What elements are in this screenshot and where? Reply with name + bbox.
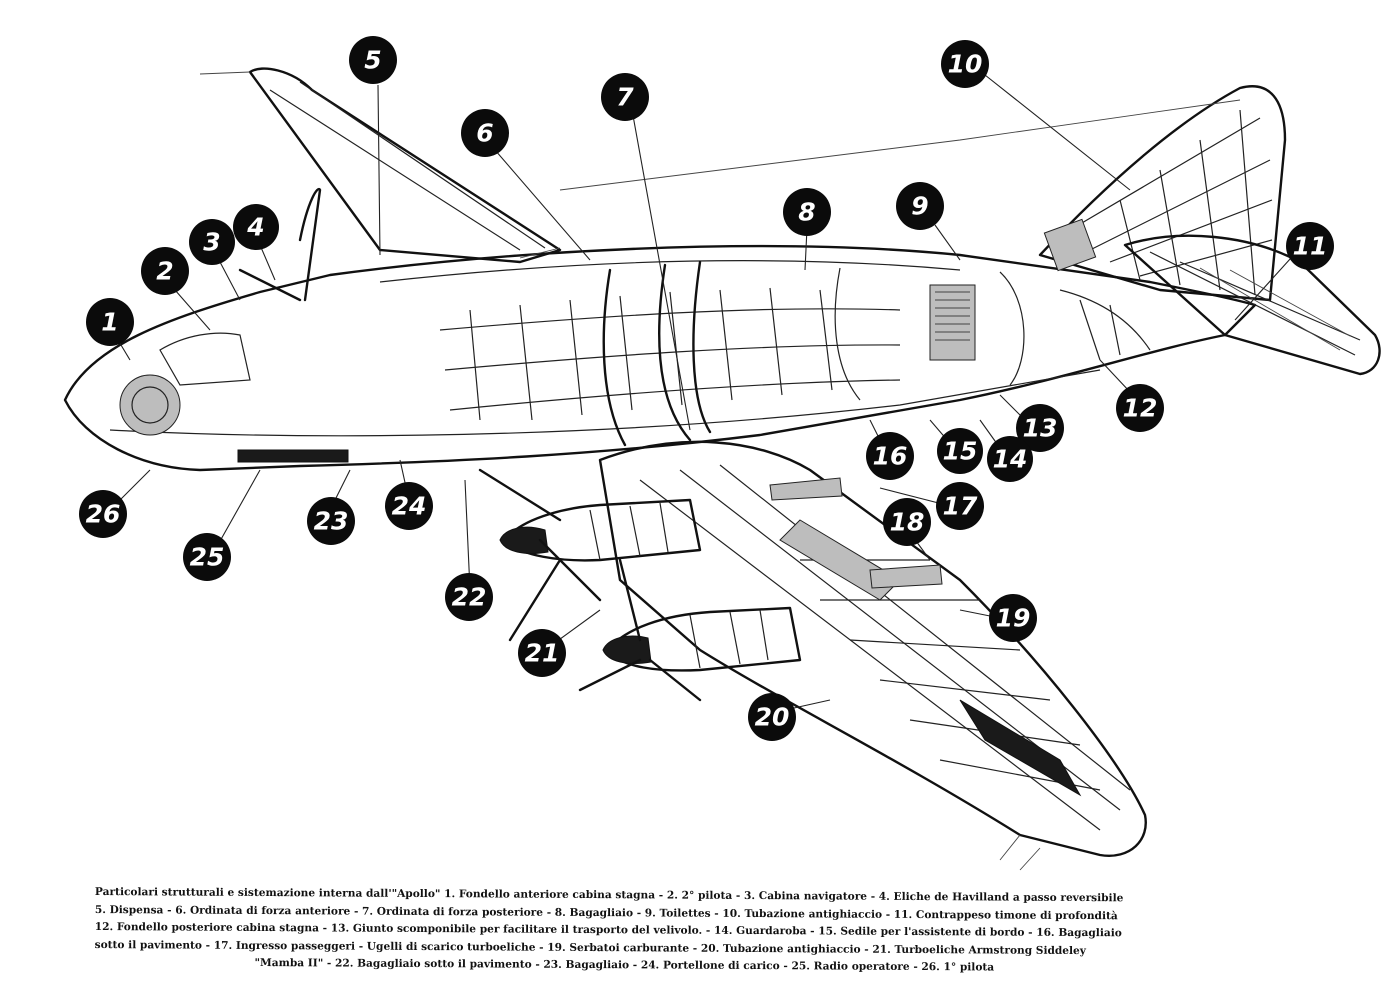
callout-19: 19: [989, 594, 1037, 642]
svg-text:3: 3: [203, 228, 220, 257]
svg-text:2: 2: [156, 257, 173, 286]
exhaust-pipes: [769, 477, 943, 589]
svg-text:16: 16: [873, 442, 908, 471]
far-wing: [199, 67, 562, 264]
svg-text:20: 20: [755, 703, 790, 732]
callout-15: 15: [937, 428, 983, 474]
svg-text:17: 17: [943, 492, 978, 521]
callout-8: 8: [783, 188, 831, 236]
callout-12: 12: [1116, 384, 1164, 432]
svg-text:26: 26: [86, 500, 121, 529]
near-wing: [598, 440, 1147, 871]
engine-outer: [578, 558, 802, 702]
callout-23: 23: [307, 497, 355, 545]
callout-10: 10: [941, 40, 989, 88]
callout-21: 21: [518, 629, 566, 677]
svg-text:1: 1: [101, 308, 118, 337]
legend-caption: Particolari strutturali e sistemazione i…: [94, 884, 1380, 979]
svg-text:18: 18: [890, 508, 925, 537]
callout-5: 5: [349, 36, 397, 84]
callout-11: 11: [1286, 222, 1334, 270]
svg-text:10: 10: [948, 50, 983, 79]
callout-layer: 1 2 3 4 5 6 7 8 9 10 11 12 13 14 15 16 1…: [79, 36, 1334, 741]
callout-18: 18: [883, 498, 931, 546]
svg-text:19: 19: [996, 604, 1031, 633]
svg-text:22: 22: [452, 583, 487, 612]
nose-propeller: [238, 187, 322, 302]
svg-text:11: 11: [1293, 232, 1328, 261]
svg-text:25: 25: [190, 543, 225, 572]
svg-text:4: 4: [246, 213, 264, 242]
svg-text:7: 7: [616, 83, 634, 112]
svg-text:24: 24: [392, 492, 427, 521]
svg-text:5: 5: [364, 46, 381, 75]
callout-1: 1: [86, 298, 134, 346]
aircraft-cutaway-drawing: [63, 67, 1381, 871]
svg-text:21: 21: [525, 639, 560, 668]
callout-6: 6: [461, 109, 509, 157]
svg-text:14: 14: [993, 445, 1028, 474]
callout-24: 24: [385, 482, 433, 530]
vertical-fin: [1038, 85, 1287, 302]
callout-26: 26: [79, 490, 127, 538]
svg-text:15: 15: [943, 437, 978, 466]
svg-text:13: 13: [1023, 414, 1058, 443]
engine-inner: [478, 468, 702, 642]
svg-text:23: 23: [314, 507, 349, 536]
callout-13: 13: [1016, 404, 1064, 452]
svg-text:6: 6: [476, 119, 493, 148]
callout-2: 2: [141, 247, 189, 295]
callout-7: 7: [601, 73, 649, 121]
callout-14: 14: [987, 436, 1033, 482]
callout-4: 4: [233, 204, 279, 250]
callout-3: 3: [189, 219, 235, 265]
callout-17: 17: [936, 482, 984, 530]
svg-text:9: 9: [911, 192, 928, 221]
callout-9: 9: [896, 182, 944, 230]
callout-16: 16: [866, 432, 914, 480]
callout-25: 25: [183, 533, 231, 581]
svg-text:8: 8: [798, 198, 815, 227]
callout-22: 22: [445, 573, 493, 621]
svg-text:12: 12: [1123, 394, 1158, 423]
reference-line: [559, 99, 1241, 191]
leader-lines: [109, 74, 1301, 711]
callout-20: 20: [748, 693, 796, 741]
